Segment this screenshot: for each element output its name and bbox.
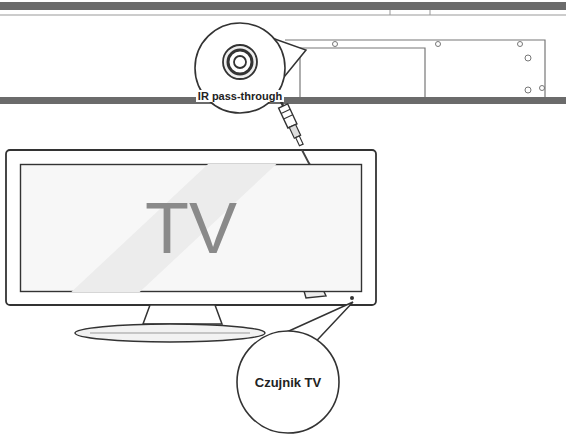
tv-set — [6, 150, 376, 342]
callout-circle: Czujnik TV — [236, 330, 340, 434]
node-label: Czujnik TV — [255, 375, 321, 390]
screen-glare — [71, 164, 276, 292]
screen-outline — [21, 165, 362, 292]
tv-screen: TV — [20, 164, 362, 292]
node-label: TV — [145, 187, 237, 269]
node-label: IR pass-through — [196, 90, 284, 102]
callout-circle-outline — [195, 23, 285, 113]
ir-jack-symbol — [223, 45, 257, 79]
callout-circle-outline — [237, 331, 339, 433]
callout-circle: IR pass-through — [194, 22, 286, 114]
